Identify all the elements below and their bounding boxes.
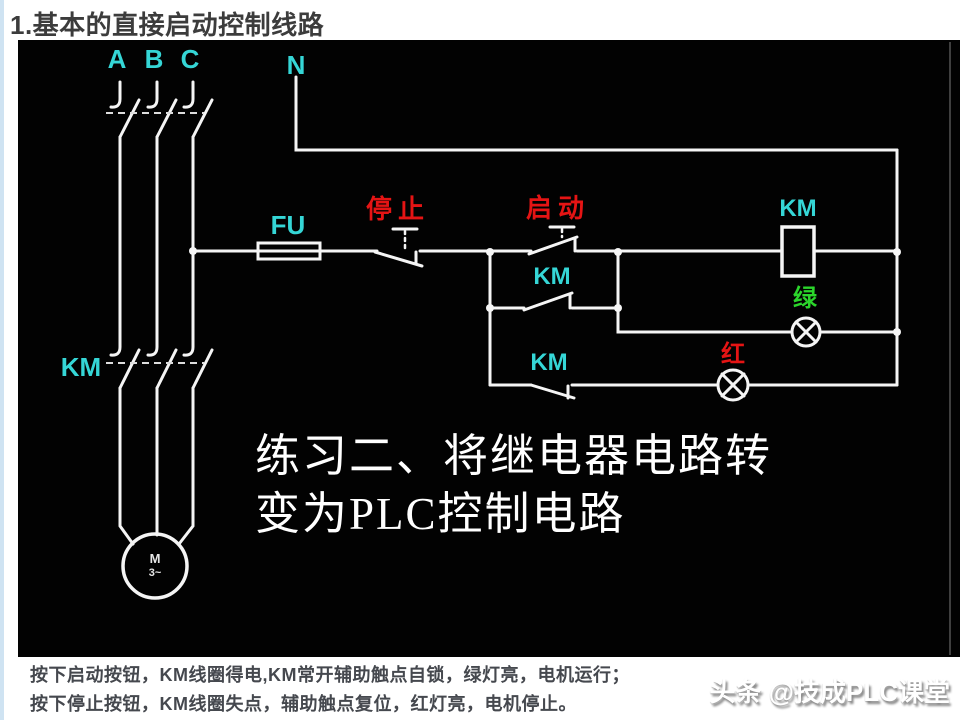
- start-contact-blade: [527, 235, 579, 256]
- watermark: 头条 @技成PLC课堂: [709, 677, 950, 707]
- exercise-text-line2: 变为PLC控制电路: [255, 489, 626, 539]
- fuse-label: FU: [270, 210, 306, 240]
- exercise-text-line1: 练习二、将继电器电路转: [255, 431, 773, 481]
- fuse-icon: [256, 241, 322, 261]
- page-title: 1.基本的直接启动控制线路: [10, 10, 325, 40]
- stop-button-label: 停止: [365, 194, 431, 224]
- circuit-diagram-panel: A B C N FU 停止 启动 KM KM KM KM 绿 红 M 3~ 练习…: [18, 40, 960, 657]
- linkage-dashes: [106, 112, 204, 364]
- km-main-blade-c: [191, 348, 214, 390]
- motor-icon: [121, 532, 189, 600]
- km-selflock-label: KM: [533, 263, 571, 290]
- junction-dots: [189, 247, 901, 336]
- red-lamp-label: 红: [721, 341, 745, 368]
- green-lamp-label: 绿: [793, 285, 817, 312]
- breaker-blade-a: [118, 98, 141, 139]
- caption-line2: 按下停止按钮，KM线圈失点，辅助触点复位，红灯亮，电机停止。: [30, 694, 577, 714]
- phase-b-label: B: [144, 44, 164, 74]
- km-main-stub-b: [146, 328, 159, 357]
- phase-a-label: A: [107, 44, 127, 74]
- km-coil-icon: [780, 225, 816, 278]
- page-left-edge: [0, 0, 4, 720]
- stop-contact-blade: [373, 250, 424, 268]
- caption-line1: 按下启动按钮，KM线圈得电,KM常开辅助触点自锁，绿灯亮，电机运行；: [30, 665, 630, 685]
- breaker-pole-b-stub: [146, 80, 159, 109]
- motor-phase-label: 3~: [148, 567, 162, 579]
- circuit-wires: [109, 75, 899, 600]
- neutral-wire: [294, 75, 899, 152]
- km-lamp-contact-label: KM: [530, 349, 568, 376]
- km-main-blade-b: [155, 348, 178, 390]
- start-button-label: 启动: [525, 193, 591, 223]
- km-main-stub-a: [109, 328, 122, 357]
- km-main-contact-label: KM: [60, 352, 102, 382]
- breaker-blade-b: [155, 98, 178, 139]
- breaker-pole-a-stub: [109, 80, 122, 109]
- motor-letter: M: [149, 551, 161, 566]
- km-main-blade-a: [118, 348, 141, 390]
- phase-c-label: C: [180, 44, 200, 74]
- circuit-diagram-svg: [106, 42, 951, 655]
- selflock-contact-blade: [522, 291, 574, 312]
- km-coil-label: KM: [779, 195, 817, 222]
- km-main-stub-c: [182, 328, 195, 357]
- breaker-blade-c: [191, 98, 214, 139]
- neutral-label: N: [286, 50, 306, 80]
- breaker-pole-c-stub: [182, 80, 195, 109]
